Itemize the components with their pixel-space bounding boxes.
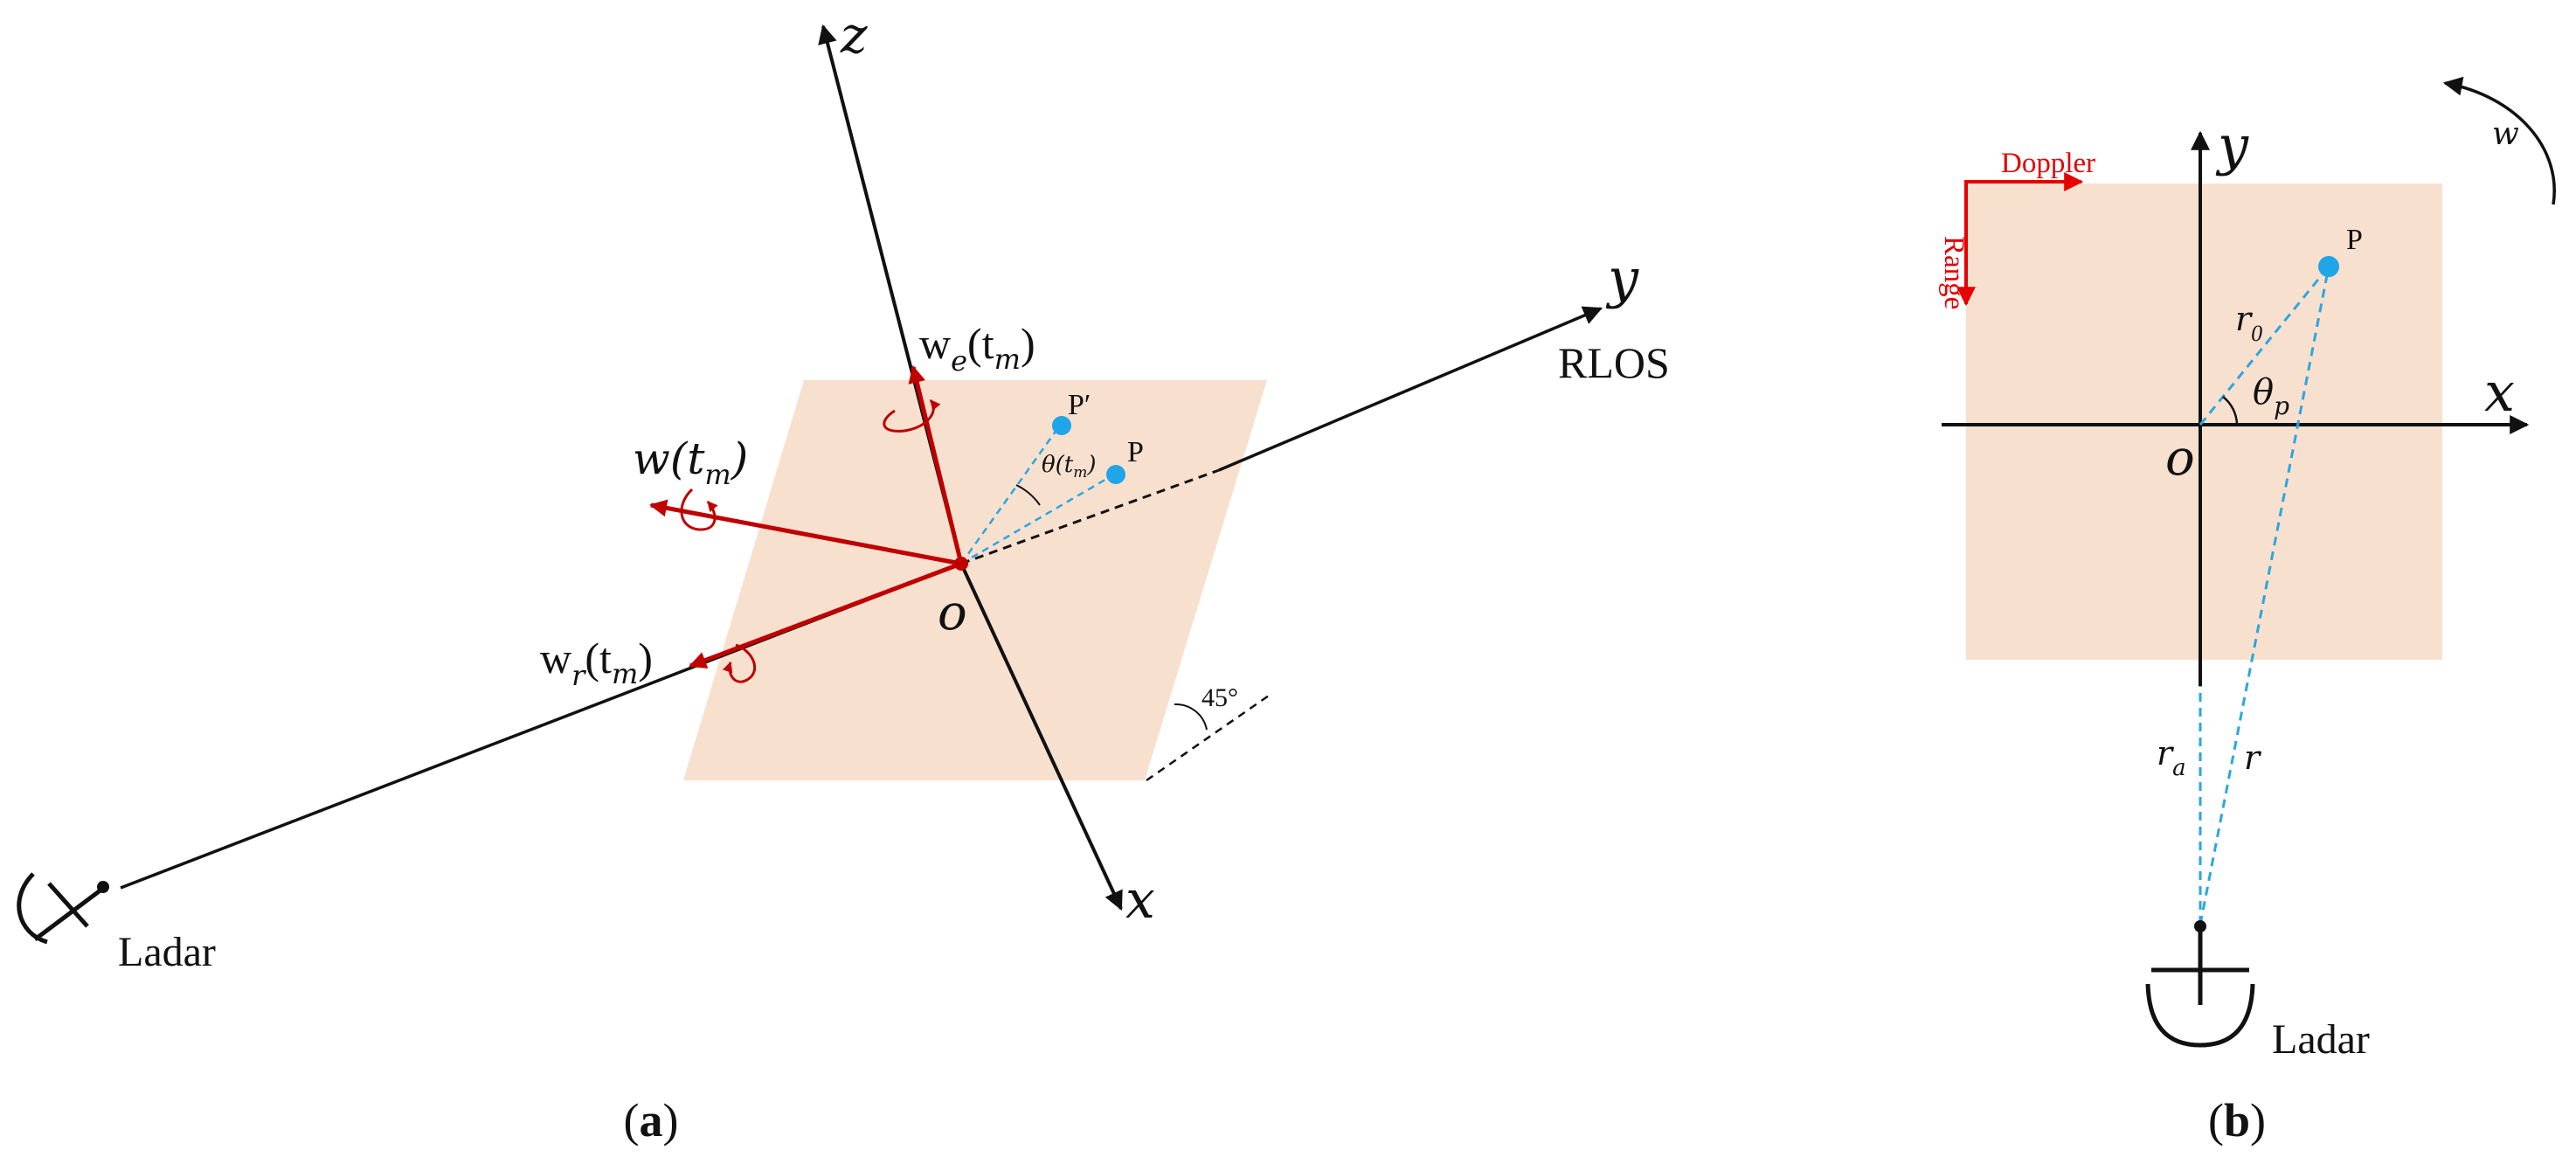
origin-dot-a bbox=[954, 557, 968, 571]
ladar-antenna-icon-a bbox=[17, 872, 109, 945]
point-p-a bbox=[1106, 465, 1125, 484]
label-axis-x-a: x bbox=[1125, 870, 1155, 931]
label-p-b: P bbox=[2346, 224, 2363, 256]
axis-y-a bbox=[1218, 306, 1603, 472]
angle-45-arc bbox=[1174, 703, 1208, 731]
label-w: w(tm) bbox=[633, 433, 748, 491]
curl-arrow-w-e bbox=[883, 399, 941, 433]
label-rlos: RLOS bbox=[1558, 338, 1670, 387]
angle-45-label: 45° bbox=[1201, 683, 1238, 712]
panel-a: 45° P′ P θ(tm) z y RLOS x o bbox=[17, 5, 1670, 1147]
label-r: r bbox=[2244, 738, 2262, 777]
label-origin-a: o bbox=[938, 585, 967, 641]
dash-ladar-to-p bbox=[2199, 266, 2330, 925]
label-range: Range bbox=[1938, 236, 1970, 309]
vector-w-e bbox=[908, 365, 964, 565]
label-origin-b: o bbox=[2165, 430, 2195, 487]
label-w-e: we(tm) bbox=[919, 319, 1035, 378]
label-theta-p: θp bbox=[2253, 372, 2289, 420]
rotation-arrow-w bbox=[2442, 76, 2556, 205]
label-axis-z-a: z bbox=[840, 5, 868, 65]
label-axis-y-a: y bbox=[1605, 246, 1639, 310]
label-ladar-b: Ladar bbox=[2272, 1016, 2370, 1063]
label-p-a: P bbox=[1127, 436, 1144, 468]
axis-x-a bbox=[959, 563, 1123, 911]
label-theta-a: θ(tm) bbox=[1042, 452, 1097, 482]
label-r-a: ra bbox=[2157, 734, 2186, 781]
panel-b: Doppler Range P y x o r0 θp ra r w Ladar bbox=[1938, 76, 2556, 1147]
label-doppler: Doppler bbox=[2001, 148, 2095, 179]
label-rotation-w: w bbox=[2492, 116, 2519, 152]
curl-arrow-w bbox=[680, 488, 718, 531]
label-w-r: wr(tm) bbox=[540, 634, 653, 692]
dash-o-to-p-prime bbox=[959, 426, 1061, 565]
label-p-prime-a: P′ bbox=[1068, 389, 1091, 421]
vector-w-r bbox=[689, 561, 962, 669]
imaging-plane-a bbox=[683, 380, 1267, 780]
label-axis-y-b: y bbox=[2215, 114, 2249, 177]
label-r0: r0 bbox=[2235, 300, 2262, 346]
point-p-b bbox=[2318, 256, 2339, 277]
angle-45-dash bbox=[1146, 694, 1270, 782]
dash-o-to-p bbox=[960, 473, 1115, 565]
vector-w bbox=[649, 499, 962, 566]
theta-arc-a bbox=[1015, 484, 1041, 506]
axis-y-dashed bbox=[960, 468, 1220, 565]
point-p-prime-a bbox=[1052, 416, 1071, 435]
ladar-antenna-icon-b bbox=[2145, 920, 2255, 1048]
label-ladar-a: Ladar bbox=[118, 929, 216, 975]
caption-b: (b) bbox=[2208, 1094, 2266, 1147]
theta-p-arc bbox=[2222, 396, 2239, 426]
label-axis-x-b: x bbox=[2484, 360, 2515, 424]
caption-a: (a) bbox=[624, 1094, 679, 1147]
dash-o-to-p-b bbox=[2199, 266, 2330, 426]
curl-arrow-w-r bbox=[722, 643, 757, 683]
